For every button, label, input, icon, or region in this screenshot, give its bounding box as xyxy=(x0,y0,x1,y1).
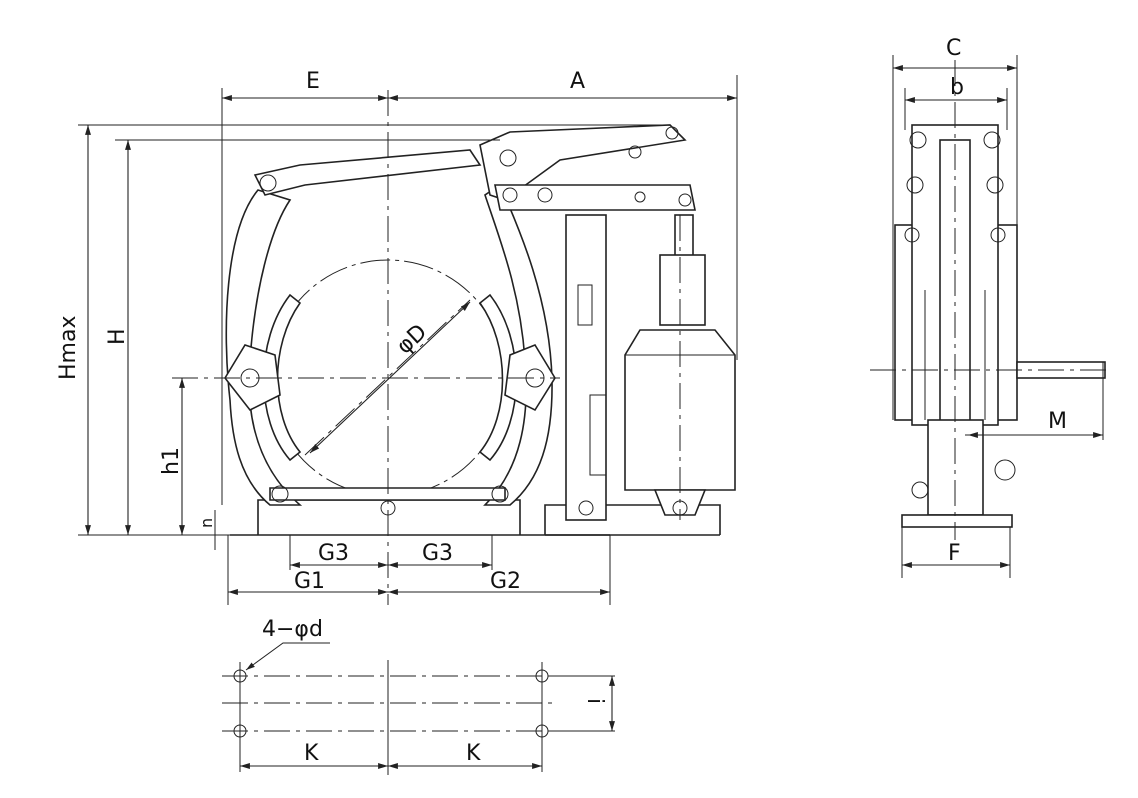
label-Hmax: Hmax xyxy=(56,316,81,380)
right-brake-shoe xyxy=(478,293,518,462)
label-phiD: φD xyxy=(392,320,432,360)
label-A: A xyxy=(570,69,585,94)
bolt-hole xyxy=(233,669,247,683)
label-G3-left: G3 xyxy=(318,541,349,566)
spring-column xyxy=(565,214,607,521)
label-H: H xyxy=(105,328,130,345)
label-C: C xyxy=(946,36,961,61)
label-h1: h1 xyxy=(159,447,184,475)
label-G3-right: G3 xyxy=(422,541,453,566)
bolt-hole xyxy=(535,724,549,738)
label-G1: G1 xyxy=(294,569,325,594)
extension-lines xyxy=(78,75,738,605)
left-brake-arm xyxy=(225,189,303,506)
front-view xyxy=(172,90,736,605)
label-K-right: K xyxy=(466,741,481,766)
side-base xyxy=(901,514,1013,528)
left-brake-shoe xyxy=(262,293,302,462)
label-bolt-holes: 4−φd xyxy=(262,617,323,642)
mounting-hole-plan xyxy=(222,642,615,775)
label-M: M xyxy=(1048,409,1067,434)
top-lever xyxy=(479,124,687,201)
tie-rod xyxy=(253,149,482,196)
right-brake-arm xyxy=(483,183,553,506)
label-F: F xyxy=(948,541,961,566)
label-n: n xyxy=(197,518,216,528)
label-K-left: K xyxy=(304,741,319,766)
dimension-lines xyxy=(85,95,737,595)
label-G2: G2 xyxy=(490,569,521,594)
label-i: i xyxy=(582,698,607,704)
bolt-hole xyxy=(535,669,549,683)
side-view xyxy=(870,55,1110,578)
bolt-hole xyxy=(233,724,247,738)
label-E: E xyxy=(306,69,320,94)
label-b: b xyxy=(950,75,964,100)
